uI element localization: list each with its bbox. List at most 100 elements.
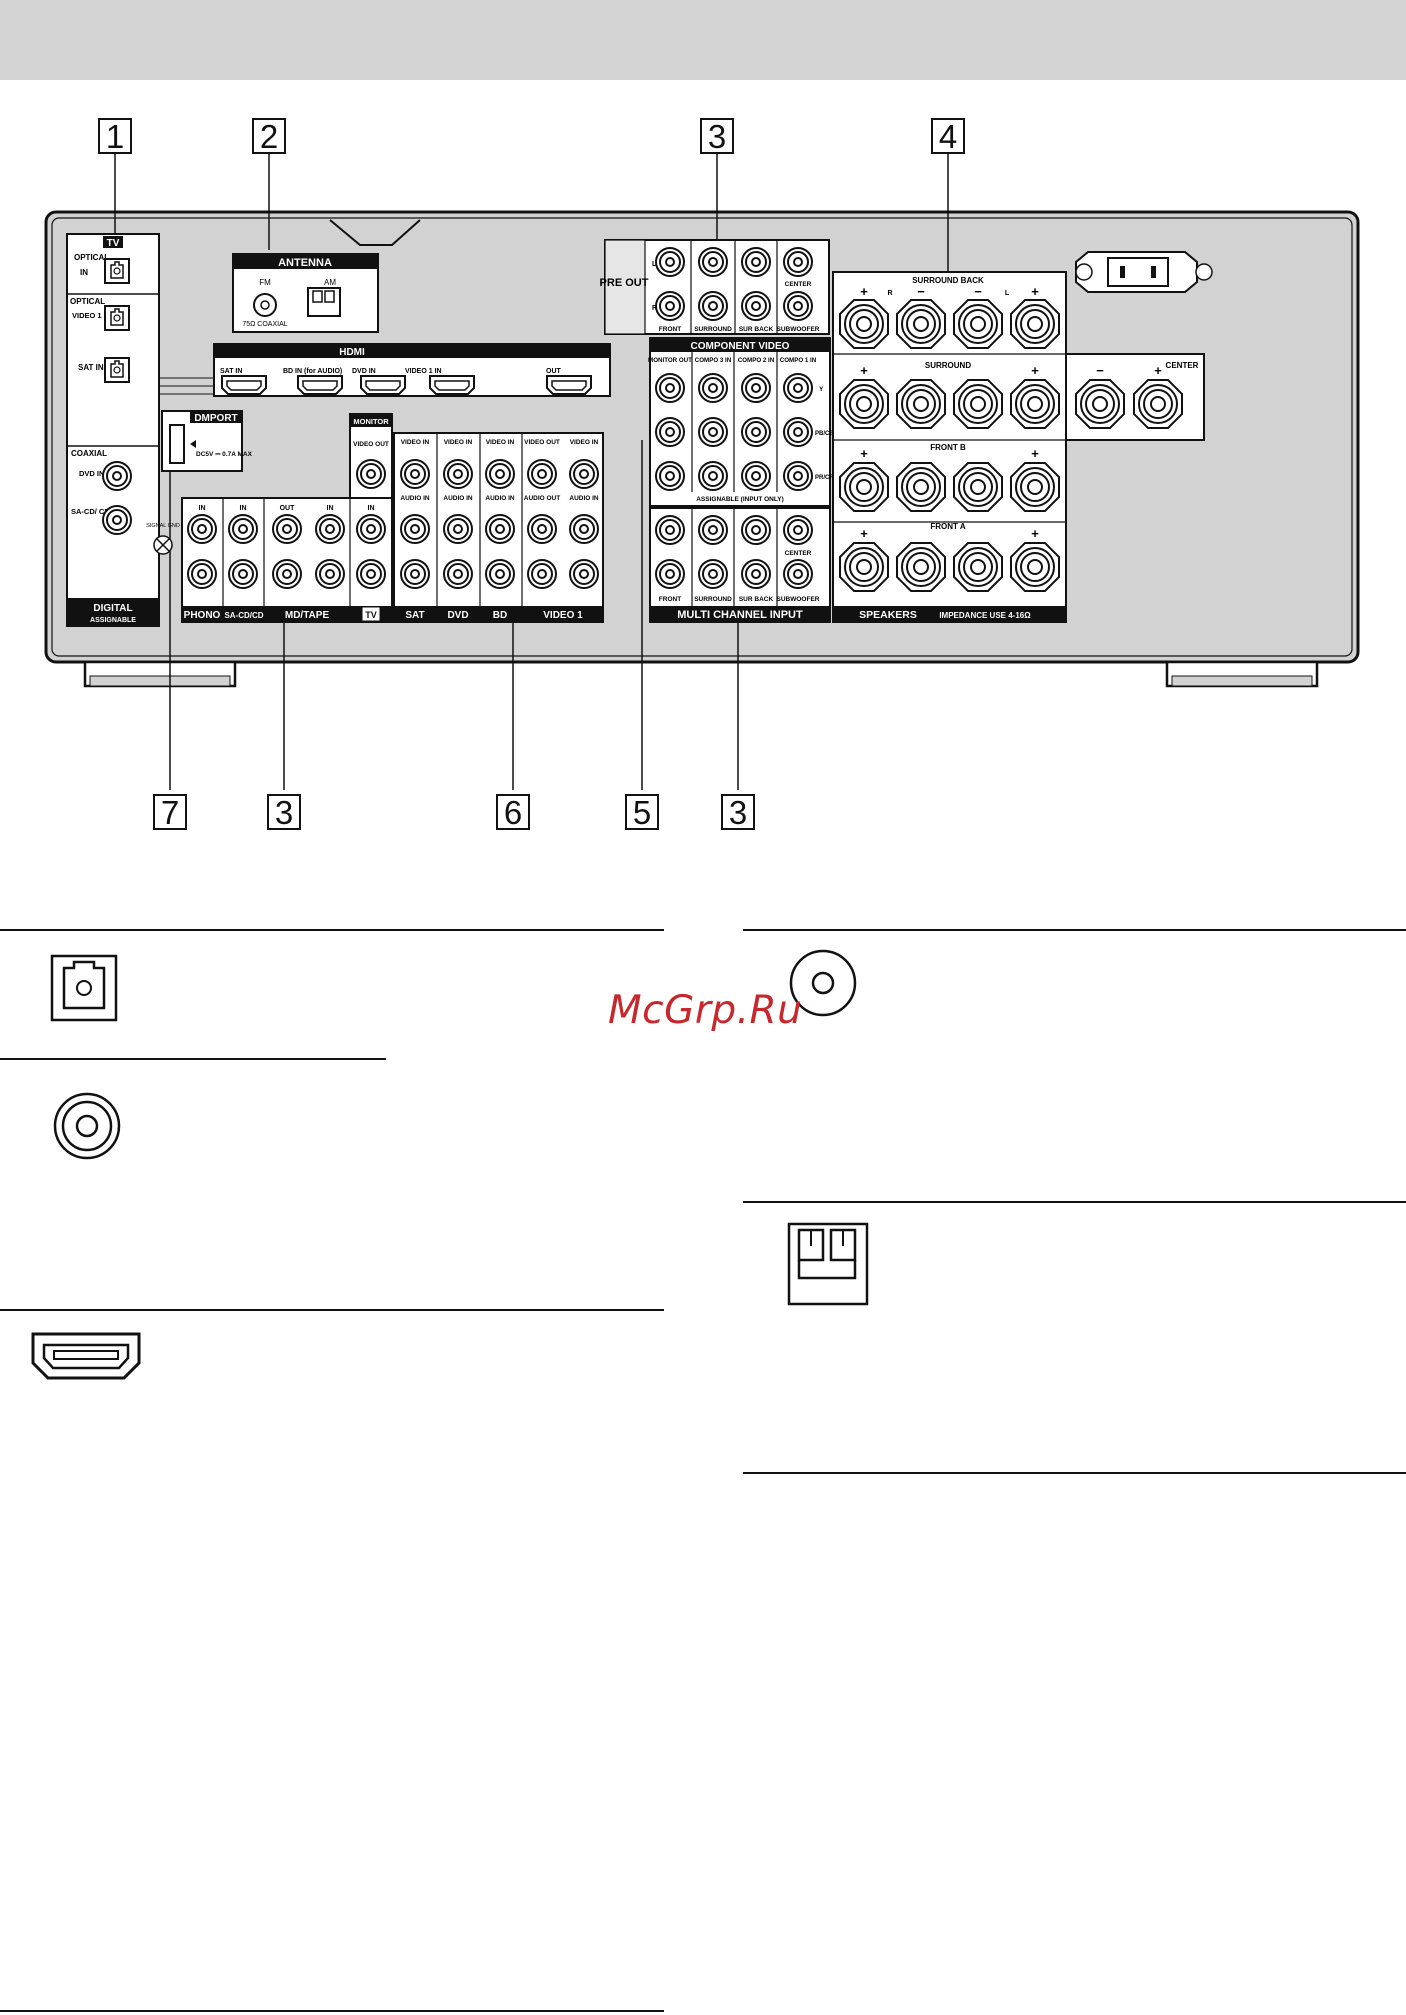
rca-jack[interactable]	[400, 459, 430, 489]
rca-jack[interactable]	[485, 559, 515, 589]
ac-inlet[interactable]	[1075, 251, 1213, 293]
rca-jack[interactable]	[698, 559, 728, 589]
panel-label: FRONT B	[930, 443, 966, 452]
rca-jack[interactable]	[655, 417, 685, 447]
rca-jack[interactable]	[315, 514, 345, 544]
hdmi-port[interactable]	[221, 375, 267, 395]
rca-jack[interactable]	[569, 514, 599, 544]
speaker-terminal[interactable]	[896, 462, 946, 512]
speaker-terminal[interactable]	[1075, 379, 1125, 429]
speaker-terminal[interactable]	[896, 379, 946, 429]
antenna-am-terminal[interactable]	[307, 287, 341, 317]
hdmi-port[interactable]	[360, 375, 406, 395]
panel-label: OPTICAL	[70, 297, 105, 306]
rca-jack[interactable]	[356, 559, 386, 589]
rca-jack[interactable]	[698, 417, 728, 447]
signal-gnd-terminal[interactable]	[153, 535, 173, 555]
panel-label: FM	[259, 278, 271, 287]
speaker-terminal[interactable]	[953, 462, 1003, 512]
rca-jack[interactable]	[741, 373, 771, 403]
rca-jack[interactable]	[187, 559, 217, 589]
rca-jack[interactable]	[655, 515, 685, 545]
panel-label: BD IN (for AUDIO)	[283, 368, 342, 375]
rca-jack[interactable]	[655, 291, 685, 321]
rca-jack[interactable]	[655, 461, 685, 491]
rca-jack[interactable]	[698, 291, 728, 321]
rca-jack[interactable]	[655, 247, 685, 277]
rca-jack[interactable]	[741, 461, 771, 491]
hdmi-port[interactable]	[429, 375, 475, 395]
rca-jack[interactable]	[783, 373, 813, 403]
rca-jack[interactable]	[187, 514, 217, 544]
panel-label: SURROUND	[694, 596, 732, 603]
panel-label: COMPONENT VIDEO	[691, 341, 790, 352]
rca-jack[interactable]	[272, 559, 302, 589]
rca-jack[interactable]	[400, 559, 430, 589]
callout-3-audio: 3	[267, 794, 301, 830]
speaker-terminal[interactable]	[896, 299, 946, 349]
rca-jack[interactable]	[527, 459, 557, 489]
panel-label: IN	[80, 268, 88, 277]
rca-jack[interactable]	[102, 461, 132, 491]
rca-jack[interactable]	[783, 559, 813, 589]
rca-jack[interactable]	[356, 459, 386, 489]
speaker-terminal[interactable]	[1010, 379, 1060, 429]
rca-jack[interactable]	[569, 459, 599, 489]
speaker-terminal[interactable]	[839, 542, 889, 592]
hdmi-port[interactable]	[297, 375, 343, 395]
rca-jack[interactable]	[698, 247, 728, 277]
rca-jack[interactable]	[485, 514, 515, 544]
optical-port[interactable]	[104, 305, 130, 331]
antenna-fm-jack[interactable]	[253, 293, 277, 317]
rca-jack[interactable]	[443, 459, 473, 489]
rca-jack[interactable]	[443, 559, 473, 589]
speaker-terminal[interactable]	[953, 299, 1003, 349]
rca-jack[interactable]	[741, 559, 771, 589]
rca-jack[interactable]	[569, 559, 599, 589]
rca-jack[interactable]	[102, 505, 132, 535]
callout-3-multi: 3	[721, 794, 755, 830]
rca-jack[interactable]	[741, 515, 771, 545]
speaker-terminal[interactable]	[839, 462, 889, 512]
rca-jack[interactable]	[741, 247, 771, 277]
rca-jack[interactable]	[783, 461, 813, 491]
optical-port[interactable]	[104, 357, 130, 383]
speaker-terminal[interactable]	[953, 542, 1003, 592]
rca-jack[interactable]	[741, 291, 771, 321]
speaker-terminal[interactable]	[896, 542, 946, 592]
rca-jack[interactable]	[527, 514, 557, 544]
rca-jack[interactable]	[783, 291, 813, 321]
rca-jack[interactable]	[315, 559, 345, 589]
hdmi-port[interactable]	[546, 375, 592, 395]
panel-label: R	[887, 290, 892, 297]
rca-jack[interactable]	[228, 559, 258, 589]
rca-jack[interactable]	[698, 461, 728, 491]
optical-port[interactable]	[104, 258, 130, 284]
rca-jack[interactable]	[655, 373, 685, 403]
rca-jack[interactable]	[741, 417, 771, 447]
rca-jack[interactable]	[272, 514, 302, 544]
panel-label: VIDEO IN	[444, 439, 473, 446]
panel-label: MULTI CHANNEL INPUT	[677, 609, 803, 621]
rca-jack[interactable]	[400, 514, 430, 544]
rca-jack[interactable]	[783, 417, 813, 447]
speaker-terminal[interactable]	[953, 379, 1003, 429]
rca-jack[interactable]	[655, 559, 685, 589]
speaker-terminal[interactable]	[1133, 379, 1183, 429]
rca-jack[interactable]	[443, 514, 473, 544]
panel-label: VIDEO OUT	[524, 439, 560, 446]
rca-jack[interactable]	[783, 247, 813, 277]
rca-jack[interactable]	[228, 514, 258, 544]
rca-jack[interactable]	[527, 559, 557, 589]
speaker-terminal[interactable]	[1010, 299, 1060, 349]
speaker-terminal[interactable]	[839, 379, 889, 429]
rca-jack[interactable]	[783, 515, 813, 545]
rca-jack[interactable]	[356, 514, 386, 544]
rca-jack[interactable]	[698, 515, 728, 545]
speaker-terminal[interactable]	[839, 299, 889, 349]
speaker-terminal[interactable]	[1010, 462, 1060, 512]
speaker-terminal[interactable]	[1010, 542, 1060, 592]
rca-jack[interactable]	[485, 459, 515, 489]
panel-label: BD	[493, 610, 507, 621]
rca-jack[interactable]	[698, 373, 728, 403]
